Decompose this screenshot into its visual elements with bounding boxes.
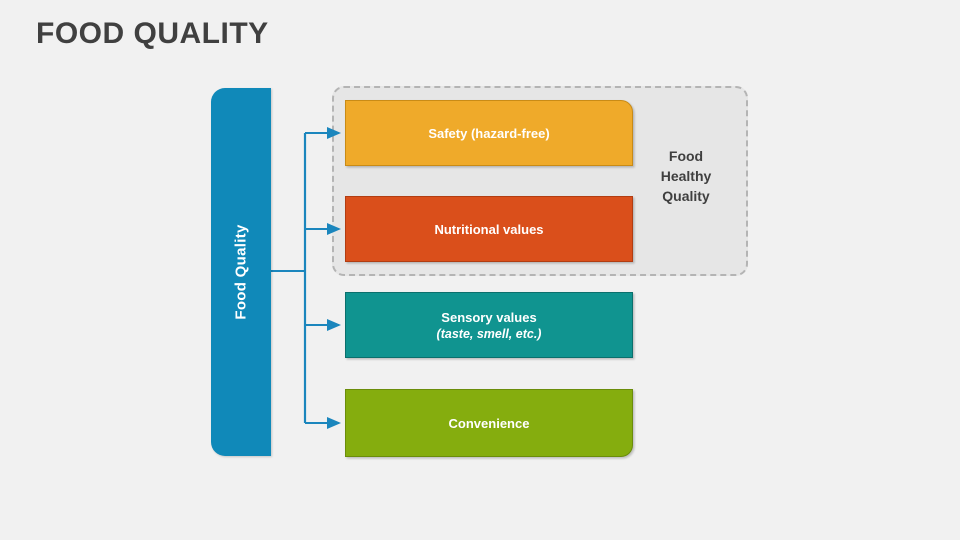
item-nutritional-values-title: Nutritional values <box>434 221 544 237</box>
group-label-line-2: Healthy <box>660 168 712 184</box>
item-safety-title: Safety (hazard-free) <box>428 125 550 141</box>
group-label-line-3: Quality <box>662 188 710 204</box>
root-node-food-quality[interactable]: Food Quality <box>211 88 271 456</box>
root-node-label: Food Quality <box>232 224 250 320</box>
group-label-line-1: Food <box>668 148 704 164</box>
item-convenience-title: Convenience <box>448 415 530 431</box>
item-sensory-values[interactable]: Sensory values (taste, smell, etc.) <box>345 292 633 358</box>
item-safety[interactable]: Safety (hazard-free) <box>345 100 633 166</box>
item-convenience[interactable]: Convenience <box>345 389 633 457</box>
item-sensory-values-subtitle: (taste, smell, etc.) <box>436 326 542 341</box>
group-label: Food Healthy Quality <box>640 146 732 206</box>
page-title: Food Quality <box>36 17 269 50</box>
item-sensory-values-title: Sensory values <box>441 309 537 325</box>
item-nutritional-values[interactable]: Nutritional values <box>345 196 633 262</box>
